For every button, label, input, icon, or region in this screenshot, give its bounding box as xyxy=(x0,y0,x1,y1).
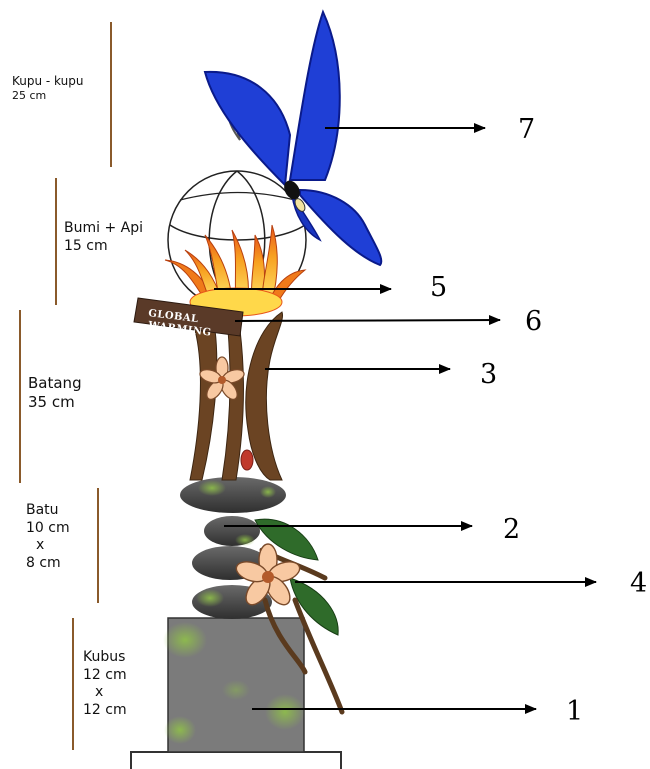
butterfly xyxy=(205,12,381,265)
arrow-6 xyxy=(235,320,500,321)
size-label-kubus-x: x xyxy=(83,684,127,702)
size-label-batang-name: Batang xyxy=(28,374,82,393)
callout-number-1: 1 xyxy=(566,696,583,727)
size-label-batang: Batang 35 cm xyxy=(28,374,82,412)
size-label-kubus-h: 12 cm xyxy=(83,702,127,720)
size-label-batang-size: 35 cm xyxy=(28,393,82,412)
flames xyxy=(165,225,305,316)
callout-number-3: 3 xyxy=(480,359,497,390)
callout-number-4: 4 xyxy=(630,568,647,599)
size-label-batu: Batu 10 cm x 8 cm xyxy=(26,502,70,572)
size-label-batu-w: 10 cm xyxy=(26,520,70,538)
base-plinth xyxy=(131,752,341,769)
size-label-kupu-size: 25 cm xyxy=(12,89,83,103)
size-label-batu-name: Batu xyxy=(26,502,70,520)
size-label-kubus-w: 12 cm xyxy=(83,667,127,685)
size-label-batu-h: 8 cm xyxy=(26,555,70,573)
size-label-kupu-name: Kupu - kupu xyxy=(12,74,83,89)
callout-number-6: 6 xyxy=(525,306,542,337)
size-label-bumi-name: Bumi + Api xyxy=(64,220,143,238)
size-label-bumi-size: 15 cm xyxy=(64,238,143,256)
callout-number-5: 5 xyxy=(430,272,447,303)
size-label-kubus: Kubus 12 cm x 12 cm xyxy=(83,649,127,719)
callout-number-2: 2 xyxy=(503,514,520,545)
size-label-kubus-name: Kubus xyxy=(83,649,127,667)
size-label-kupu: Kupu - kupu 25 cm xyxy=(12,74,83,103)
size-label-batu-x: x xyxy=(26,537,70,555)
callout-number-7: 7 xyxy=(518,114,535,145)
size-label-bumi: Bumi + Api 15 cm xyxy=(64,220,143,255)
